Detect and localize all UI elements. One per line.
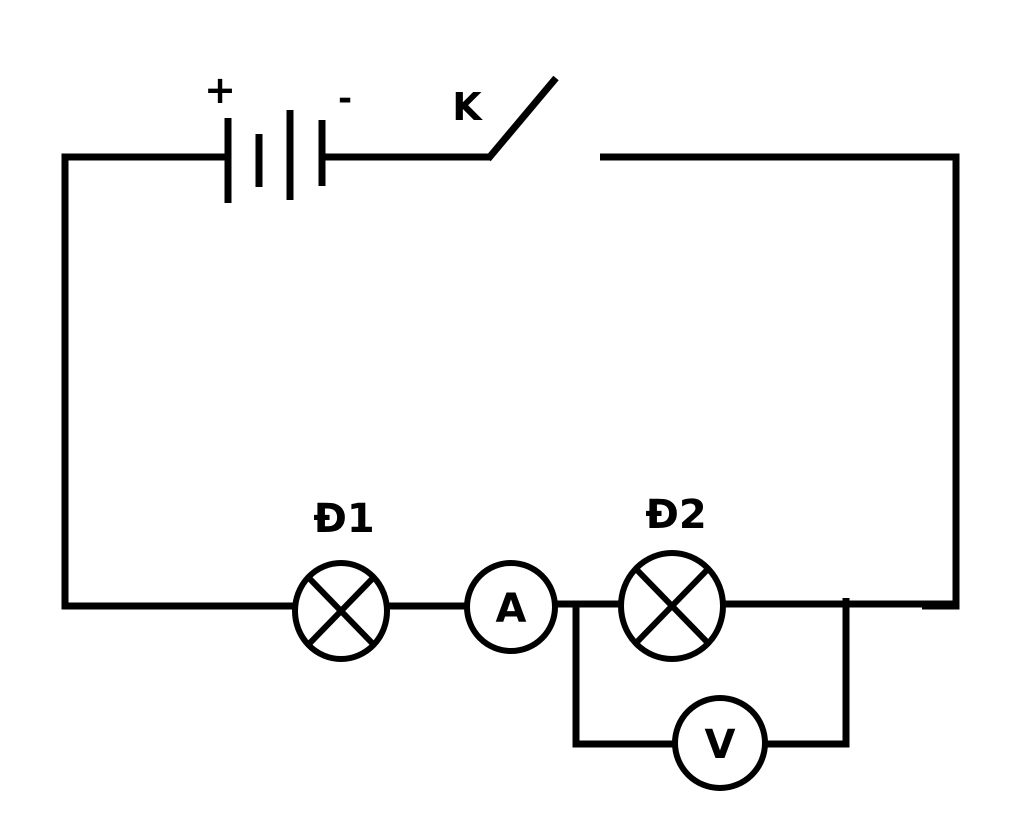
lamp-1-cross-b (305, 574, 377, 648)
wire-left (61, 153, 297, 610)
switch-lever (485, 75, 559, 162)
lamp-2 (618, 550, 726, 662)
voltmeter-ring (672, 695, 768, 791)
lamp-2-label: Đ2 (645, 492, 706, 538)
wire-voltmeter-branch-right (766, 598, 850, 748)
ammeter-ring (464, 560, 558, 654)
ammeter-label: A (496, 586, 527, 632)
lamp-1 (292, 560, 390, 662)
wire-right (600, 153, 960, 610)
switch-label: K (452, 85, 483, 129)
lamp-1-label: Đ1 (313, 496, 374, 542)
battery-positive-label: + (204, 68, 236, 112)
voltmeter-label: V (705, 722, 736, 768)
battery (224, 110, 326, 203)
battery-negative-label: - (338, 79, 352, 119)
lamp-2-cross-b (633, 566, 711, 646)
ammeter: A (464, 560, 558, 654)
wire-voltmeter-branch-left (572, 604, 676, 748)
voltmeter: V (672, 695, 768, 791)
